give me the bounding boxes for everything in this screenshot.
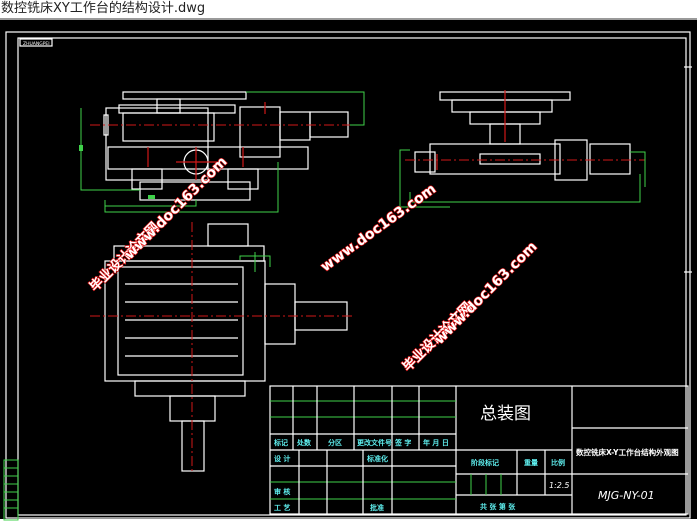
drawing-canvas[interactable]: ZHUANGPEI (0, 18, 697, 521)
label-design: 设 计 (274, 454, 290, 463)
scale-value: 1:2.5 (549, 481, 570, 490)
label-stage-mark: 阶段标记 (471, 458, 499, 467)
rev-header-5: 签 字 (394, 438, 411, 447)
drawing-number: MJG-NY-01 (598, 489, 655, 502)
label-standardization: 标准化 (366, 454, 388, 463)
watermark-url-2: www.doc163.com (318, 181, 439, 275)
label-process: 工 艺 (274, 503, 290, 512)
watermarks: 毕业设计论文网 www.doc163.com www.doc163.com 毕业… (86, 153, 541, 375)
project-title: 数控铣床X-Y工作台结构外观图 (576, 447, 679, 457)
label-review: 审 核 (274, 487, 290, 496)
rev-header-2: 处数 (296, 438, 312, 447)
rev-header-4: 更改文件号 (357, 438, 392, 447)
corner-label-box (19, 38, 53, 47)
watermark-url-3: www.doc163.com (432, 239, 541, 348)
side-view (399, 90, 646, 208)
cad-drawing: ZHUANGPEI (3, 31, 692, 521)
outer-frame (5, 31, 691, 519)
window-title: 数控铣床XY工作台的结构设计.dwg (0, 0, 697, 18)
rev-header-6: 年 月 日 (423, 438, 449, 447)
front-view (79, 91, 365, 213)
label-scale: 比例 (551, 458, 565, 467)
scale-ruler (3, 459, 19, 521)
top-view (90, 222, 355, 472)
drawing-name: 总装图 (480, 404, 531, 424)
label-weight: 重量 (524, 458, 538, 467)
inner-frame (17, 37, 687, 516)
rev-header-3: 分区 (328, 438, 342, 447)
corner-label: ZHUANGPEI (23, 41, 50, 47)
label-approve: 批准 (370, 503, 384, 512)
label-sheets: 共 张 第 张 (480, 502, 516, 511)
title-block: 标记 处数 分区 更改文件号 签 字 年 月 日 设 计 标准化 审 核 工 艺… (269, 385, 689, 515)
rev-header-1: 标记 (273, 438, 288, 447)
